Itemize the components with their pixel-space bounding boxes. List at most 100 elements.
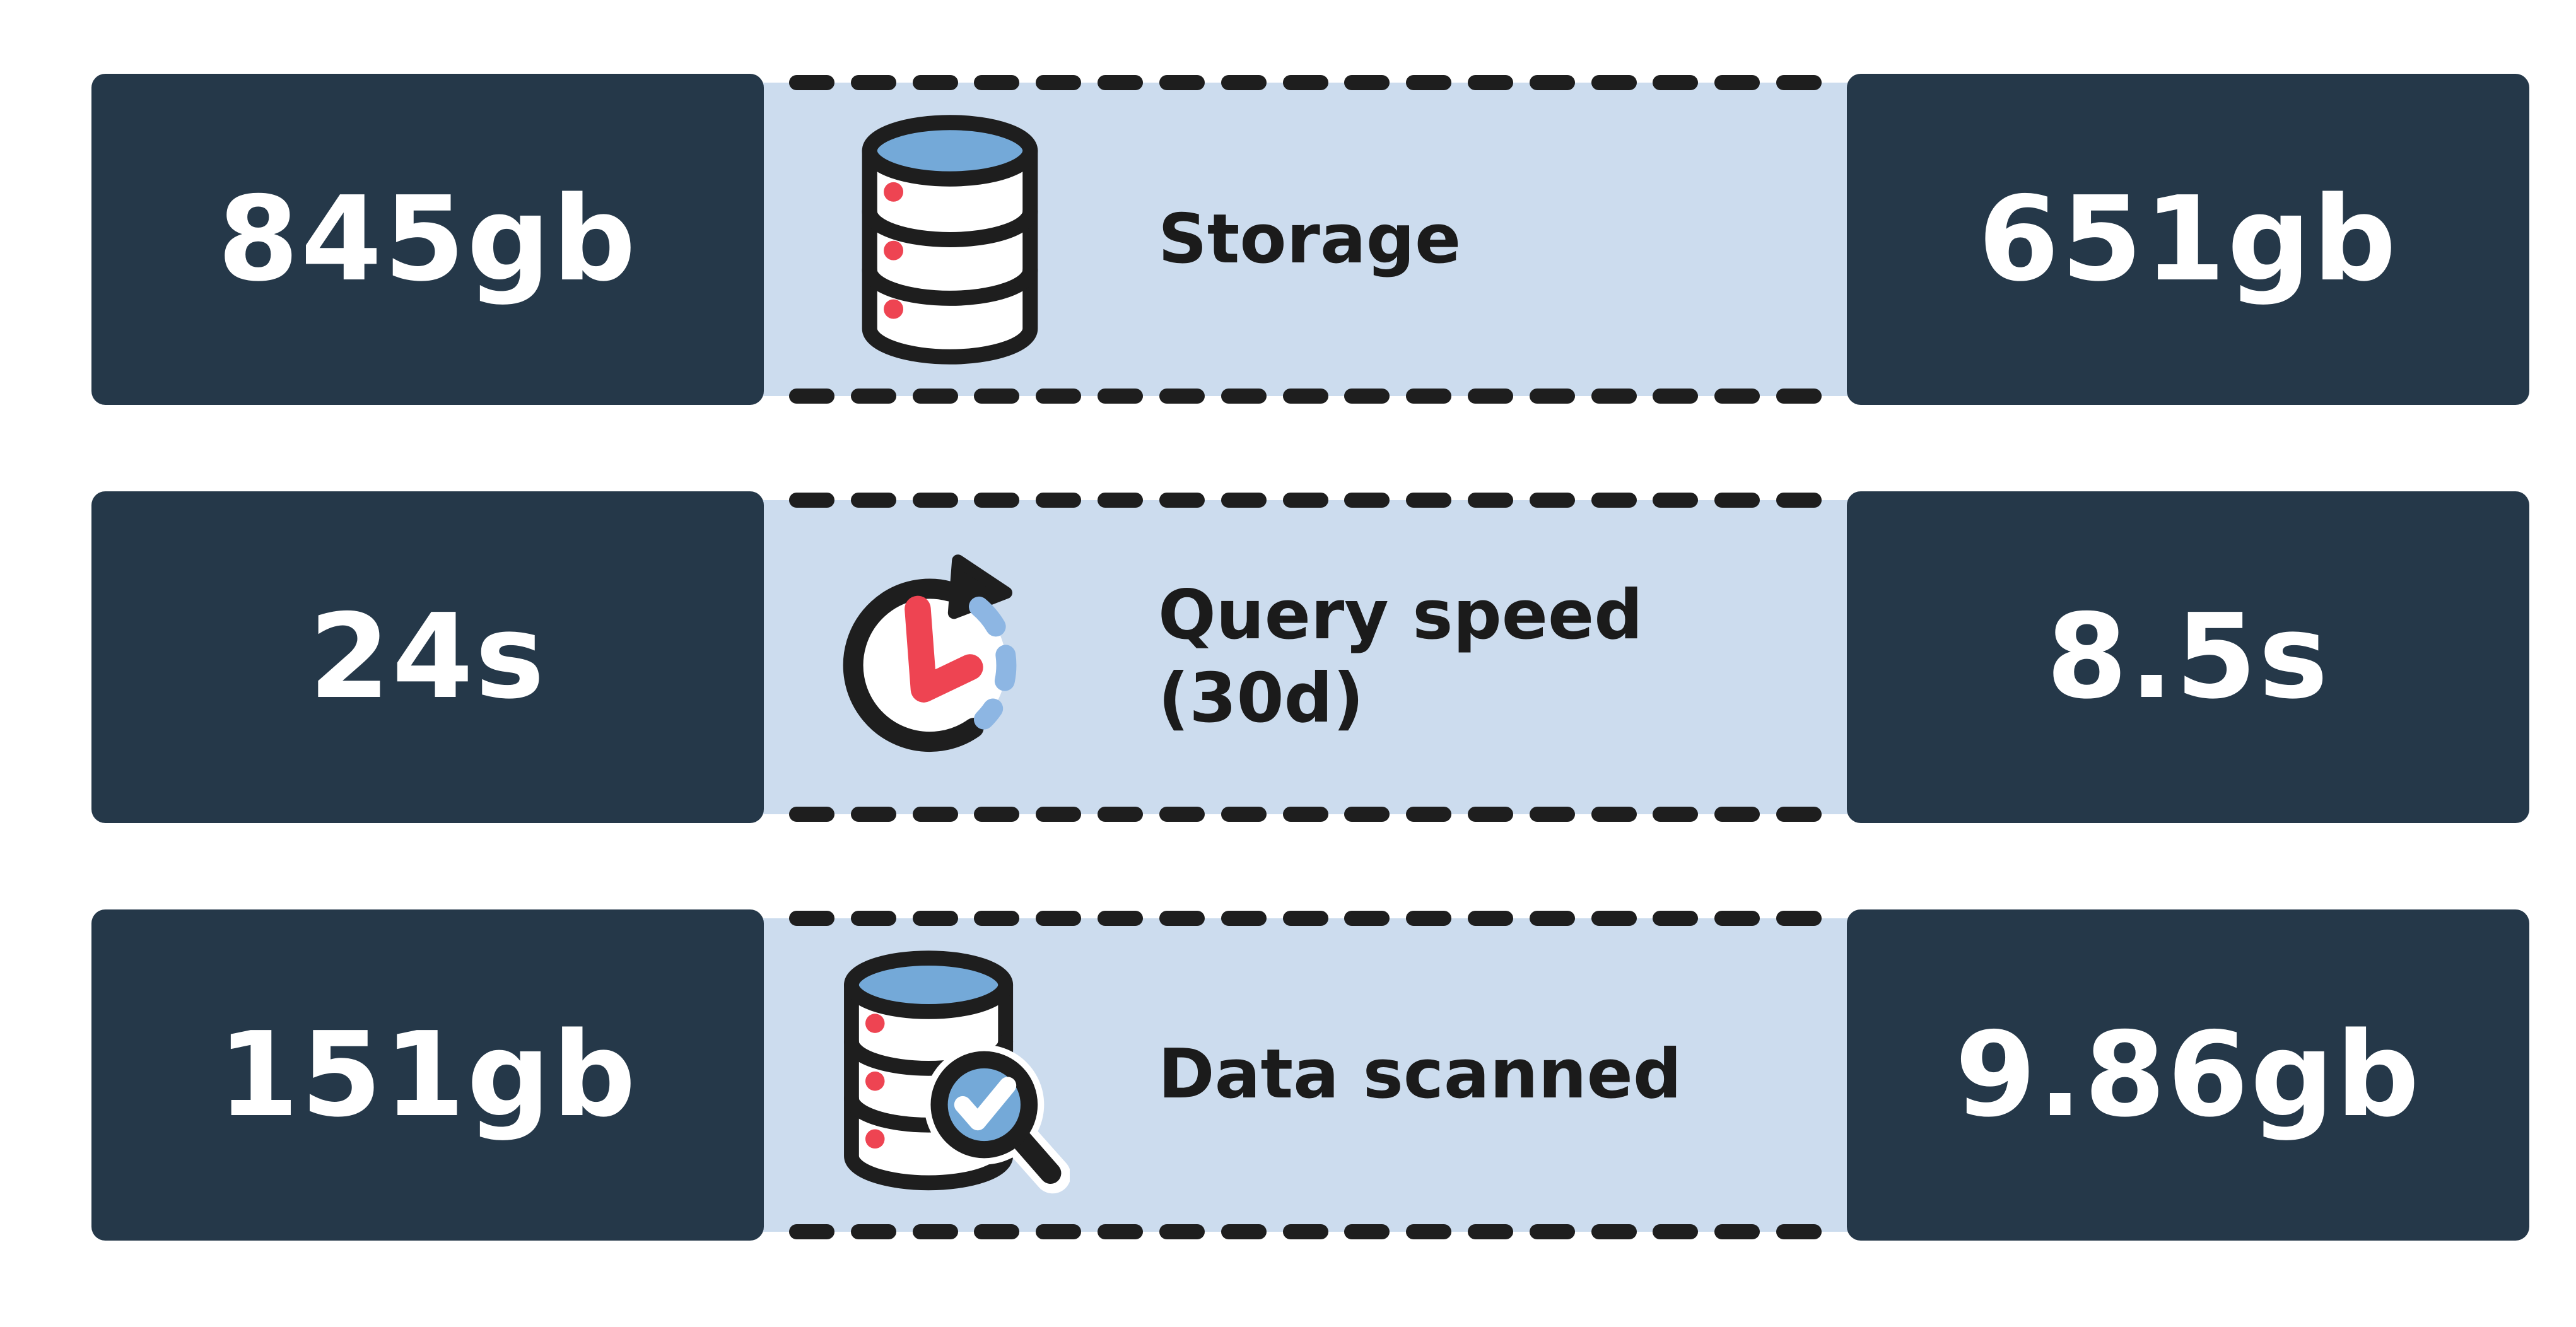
dash bbox=[1098, 806, 1144, 822]
dashed-border-top bbox=[789, 75, 1822, 90]
dash bbox=[1098, 1224, 1144, 1239]
dash bbox=[1221, 75, 1267, 90]
dash bbox=[1098, 75, 1144, 90]
dash bbox=[1221, 493, 1267, 508]
dash bbox=[1159, 389, 1205, 404]
dash bbox=[1591, 493, 1637, 508]
data-scanned-label: Data scanned bbox=[1158, 1035, 1682, 1114]
dash bbox=[1467, 493, 1513, 508]
query-speed-label: Query speed (30d) bbox=[1158, 576, 1643, 738]
dash bbox=[850, 493, 896, 508]
data-scanned-left-value: 151gb bbox=[217, 1006, 638, 1143]
dash bbox=[1714, 1224, 1760, 1239]
dash bbox=[1653, 806, 1699, 822]
dash bbox=[1591, 1224, 1637, 1239]
dash bbox=[1036, 389, 1082, 404]
dash bbox=[974, 389, 1020, 404]
dash bbox=[1776, 389, 1822, 404]
storage-left-value-box: 845gb bbox=[91, 74, 764, 406]
dash bbox=[1591, 806, 1637, 822]
dash bbox=[1221, 389, 1267, 404]
dash bbox=[1159, 910, 1205, 926]
dash bbox=[1776, 1224, 1822, 1239]
dash bbox=[1529, 1224, 1575, 1239]
dash bbox=[1036, 910, 1082, 926]
dash bbox=[912, 806, 958, 822]
dash bbox=[850, 389, 896, 404]
dash bbox=[1344, 389, 1390, 404]
dash bbox=[1036, 493, 1082, 508]
dash bbox=[1221, 1224, 1267, 1239]
dash bbox=[1098, 389, 1144, 404]
dash bbox=[850, 75, 896, 90]
dash bbox=[789, 389, 834, 404]
data-scanned-right-value-box: 9.86gb bbox=[1847, 909, 2529, 1241]
dash bbox=[1714, 75, 1760, 90]
data-scanned-panel: Data scanned bbox=[745, 910, 1866, 1239]
dash bbox=[789, 806, 834, 822]
dash bbox=[1282, 910, 1328, 926]
dash bbox=[850, 1224, 896, 1239]
dash bbox=[974, 75, 1020, 90]
dash bbox=[1406, 1224, 1452, 1239]
dash bbox=[1406, 389, 1452, 404]
storage-panel: Storage bbox=[745, 75, 1866, 404]
dashed-border-bottom bbox=[789, 389, 1822, 404]
dash bbox=[1282, 493, 1328, 508]
dash bbox=[1344, 493, 1390, 508]
dash bbox=[974, 806, 1020, 822]
dashed-border-bottom bbox=[789, 1224, 1822, 1239]
dash bbox=[1467, 910, 1513, 926]
dash bbox=[1653, 1224, 1699, 1239]
query-speed-panel: Query speed (30d) bbox=[745, 493, 1866, 822]
dash bbox=[1467, 75, 1513, 90]
dash bbox=[1159, 806, 1205, 822]
dash bbox=[1653, 389, 1699, 404]
dash bbox=[1714, 806, 1760, 822]
dash bbox=[1529, 806, 1575, 822]
dash bbox=[1653, 910, 1699, 926]
data-scanned-right-value: 9.86gb bbox=[1955, 1006, 2421, 1143]
data-scanned-left-value-box: 151gb bbox=[91, 909, 764, 1241]
dash bbox=[850, 910, 896, 926]
dash bbox=[1776, 75, 1822, 90]
dash bbox=[1529, 75, 1575, 90]
storage-right-value-box: 651gb bbox=[1847, 74, 2529, 406]
dash bbox=[1036, 1224, 1082, 1239]
query-speed-right-value: 8.5s bbox=[2046, 588, 2330, 725]
dash bbox=[1776, 493, 1822, 508]
dash bbox=[1406, 910, 1452, 926]
dash bbox=[1591, 910, 1637, 926]
query-speed-left-value-box: 24s bbox=[91, 491, 764, 823]
dash bbox=[1714, 389, 1760, 404]
dash bbox=[974, 910, 1020, 926]
dash bbox=[789, 1224, 834, 1239]
dash bbox=[1221, 806, 1267, 822]
query-speed-row: 24s Query speed (30d) 8.5s bbox=[91, 491, 2529, 823]
database-icon bbox=[830, 114, 1070, 366]
dashed-border-top bbox=[789, 910, 1822, 926]
dash bbox=[1036, 75, 1082, 90]
dash bbox=[1591, 389, 1637, 404]
dash bbox=[912, 75, 958, 90]
dash bbox=[1653, 493, 1699, 508]
dash bbox=[912, 1224, 958, 1239]
dash bbox=[1591, 75, 1637, 90]
storage-left-value: 845gb bbox=[217, 171, 638, 308]
dash bbox=[1221, 910, 1267, 926]
dash bbox=[1467, 389, 1513, 404]
dash bbox=[974, 493, 1020, 508]
dash bbox=[1098, 910, 1144, 926]
dash bbox=[1282, 389, 1328, 404]
dash bbox=[1159, 493, 1205, 508]
dash bbox=[1344, 806, 1390, 822]
dash bbox=[1282, 75, 1328, 90]
dash bbox=[1344, 1224, 1390, 1239]
dash bbox=[1467, 1224, 1513, 1239]
dash bbox=[1344, 75, 1390, 90]
dash bbox=[1529, 493, 1575, 508]
dashed-border-bottom bbox=[789, 806, 1822, 822]
query-speed-right-value-box: 8.5s bbox=[1847, 491, 2529, 823]
dash bbox=[1282, 1224, 1328, 1239]
